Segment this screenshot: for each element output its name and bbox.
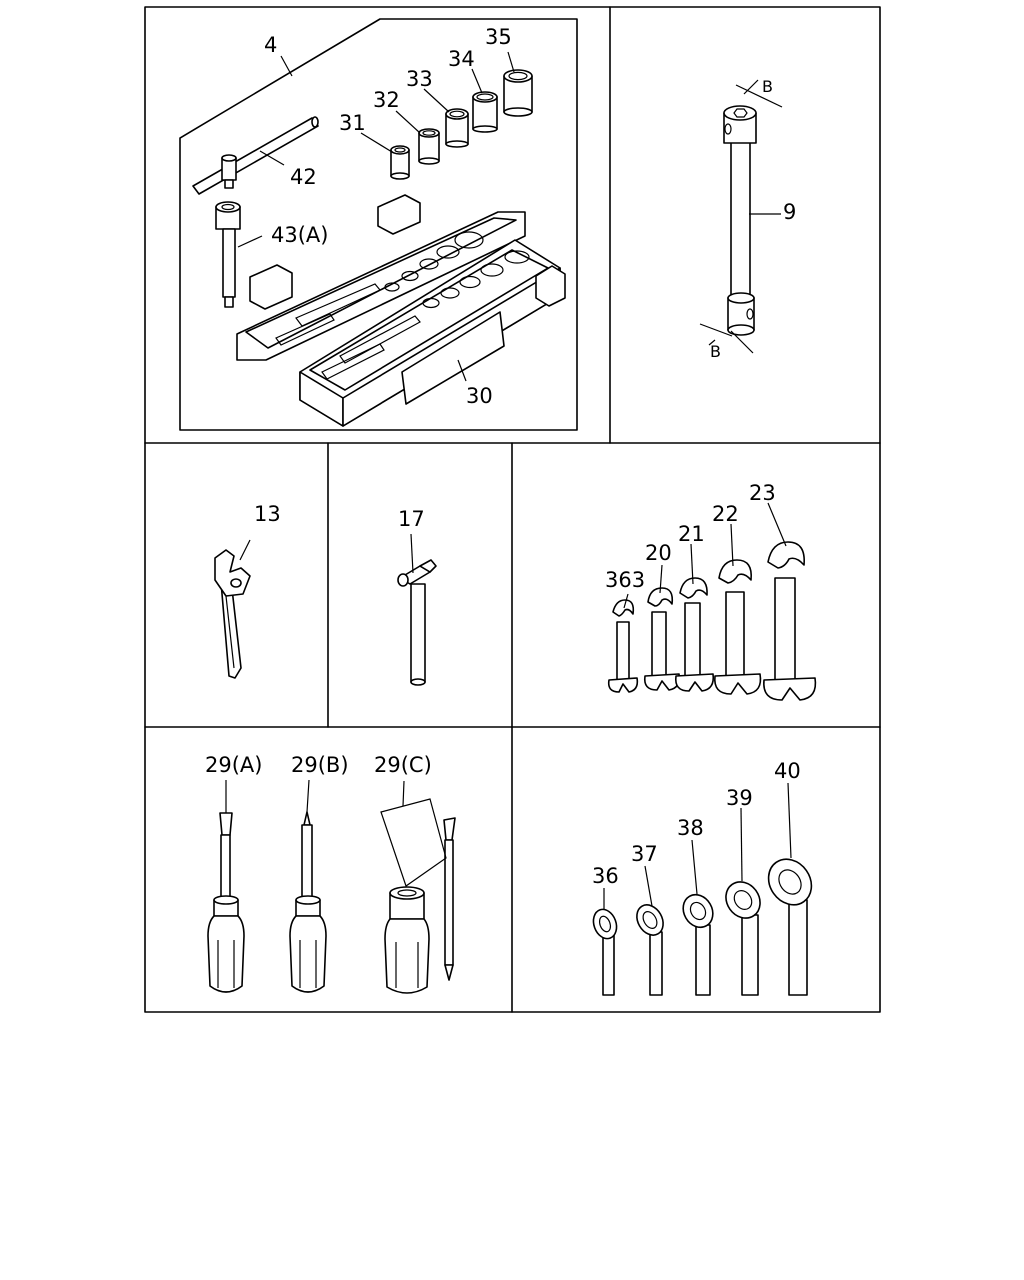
lug-wrench-icon <box>699 79 783 354</box>
socket-31 <box>390 145 410 180</box>
socket-33 <box>445 108 469 148</box>
socket-35 <box>503 69 533 117</box>
part-number-30: 30 <box>466 384 493 408</box>
part-number-33: 33 <box>406 67 433 91</box>
case-lid <box>236 194 526 361</box>
case-tray <box>299 239 566 427</box>
part-number-13: 13 <box>254 502 281 526</box>
socket-34 <box>472 91 498 133</box>
part-number-34: 34 <box>448 47 475 71</box>
part-number-39: 39 <box>726 786 753 810</box>
part-number-38: 38 <box>677 816 704 840</box>
part-number-37: 37 <box>631 842 658 866</box>
part-number-22: 22 <box>712 502 739 526</box>
part-number-36: 36 <box>592 864 619 888</box>
dimension-b-top: B <box>762 77 773 96</box>
part-number-32: 32 <box>373 88 400 112</box>
part-number-4: 4 <box>264 33 277 57</box>
part-number-31: 31 <box>339 111 366 135</box>
part-number-29b: 29(B) <box>291 753 349 777</box>
part-number-43a: 43(A) <box>271 223 328 247</box>
part-number-20: 20 <box>645 541 672 565</box>
part-number-21: 21 <box>678 522 705 546</box>
t-handle-bar <box>192 116 319 195</box>
part-number-23: 23 <box>749 481 776 505</box>
part-number-29c: 29(C) <box>374 753 432 777</box>
part-number-9: 9 <box>783 200 796 224</box>
diagram-frame <box>144 6 881 1013</box>
part-number-363: 363 <box>605 568 645 592</box>
part-number-40: 40 <box>774 759 801 783</box>
part-number-35: 35 <box>485 25 512 49</box>
part-number-17: 17 <box>398 507 425 531</box>
screwdriver-icon <box>207 779 456 994</box>
box-end-wrench-icon <box>592 782 813 996</box>
part-number-29a: 29(A) <box>205 753 262 777</box>
open-end-wrench-icon <box>607 502 817 701</box>
dimension-b-bottom: B <box>710 342 721 361</box>
part-number-42: 42 <box>290 165 317 189</box>
hammer-icon <box>397 533 437 686</box>
extension-bar <box>215 201 241 308</box>
socket-32 <box>418 128 440 165</box>
adjustable-wrench-icon <box>214 539 251 679</box>
socket-set-case-icon <box>179 18 578 431</box>
